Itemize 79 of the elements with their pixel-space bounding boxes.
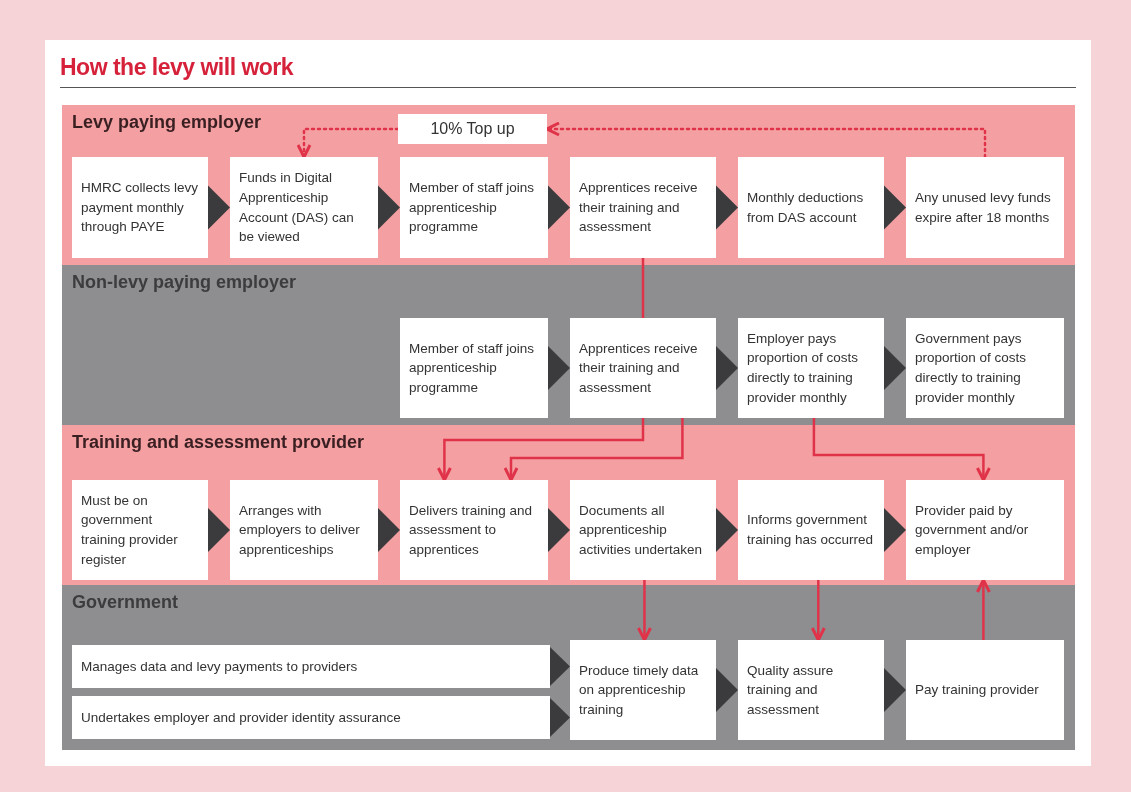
- swimlane-band: [62, 105, 1075, 265]
- process-box: [230, 157, 378, 258]
- chevron-arrow: [716, 508, 738, 552]
- chevron-arrow: [548, 346, 570, 390]
- chevron-arrow: [208, 508, 230, 552]
- lane-heading: Government: [72, 592, 179, 613]
- process-box: [400, 480, 548, 580]
- box-text: Delivers training and assessment to apprentices: [409, 501, 534, 559]
- process-box: [400, 157, 548, 258]
- box-text: Apprentices receive their training and assessment: [579, 339, 699, 397]
- box-text: Quality assure training and assessment: [747, 661, 835, 719]
- process-box: [570, 640, 716, 740]
- arrow: [810, 580, 826, 642]
- process-box: [72, 645, 550, 688]
- process-box: [400, 318, 548, 418]
- box-text: Monthly deductions from DAS account: [747, 188, 865, 227]
- chevron-arrow: [884, 508, 906, 552]
- process-box: [570, 480, 716, 580]
- box-text: Funds in Digital Apprenticeship Account (DAS) can be viewed: [239, 169, 355, 247]
- lane-heading: Non-levy paying employer: [72, 272, 297, 293]
- swimlane-band: [62, 425, 1075, 585]
- box-text: Government pays proportion of costs directly to training provider monthly: [915, 329, 1028, 407]
- process-box: [738, 157, 884, 258]
- box-text: Pay training provider: [915, 681, 1039, 700]
- chevron-arrow: [550, 698, 570, 737]
- arrow: [636, 580, 652, 642]
- process-box: [72, 480, 208, 580]
- box-text: Apprentices receive their training and assessment: [579, 179, 699, 237]
- dotted-arrow: [545, 121, 987, 159]
- chevron-arrow: [884, 185, 906, 230]
- label-box: [398, 114, 547, 144]
- chevron-arrow: [548, 508, 570, 552]
- process-box: [906, 480, 1064, 580]
- box-text: Member of staff joins apprenticeship programme: [409, 179, 536, 237]
- chevron-arrow: [378, 508, 400, 552]
- chevron-arrow: [208, 185, 230, 230]
- swimlane-band: [62, 265, 1075, 425]
- swimlane-band: [62, 585, 1075, 750]
- arrow: [812, 418, 991, 482]
- chevron-arrow: [716, 346, 738, 390]
- chevron-arrow: [548, 185, 570, 230]
- box-text: Arranges with employers to deliver apprenticeships: [239, 501, 361, 559]
- box-text: Informs government training has occurred: [747, 511, 875, 549]
- process-box: [230, 480, 378, 580]
- process-box: [906, 640, 1064, 740]
- process-box: [738, 480, 884, 580]
- connector-line: [641, 258, 645, 318]
- title: How the levy will work: [60, 54, 294, 81]
- box-text: Any unused levy funds expire after 18 months: [915, 188, 1052, 227]
- process-box: [738, 640, 884, 740]
- chevron-arrow: [378, 185, 400, 230]
- process-box: [72, 157, 208, 258]
- process-box: [570, 318, 716, 418]
- arrow: [436, 418, 645, 482]
- process-box: [738, 318, 884, 418]
- box-text: Manages data and levy payments to providers: [81, 657, 358, 676]
- chevron-arrow: [716, 185, 738, 230]
- chevron-arrow: [884, 346, 906, 390]
- dotted-arrow: [296, 127, 400, 159]
- process-box: [72, 696, 550, 739]
- lane-heading: Training and assessment provider: [72, 432, 365, 453]
- box-text: Undertakes employer and provider identity assurance: [81, 708, 401, 727]
- box-text: Provider paid by government and/or employer: [915, 501, 1030, 559]
- box-text: Employer pays proportion of costs directly to training provider monthly: [747, 329, 860, 407]
- process-box: [570, 157, 716, 258]
- chevron-arrow: [716, 668, 738, 712]
- box-text: Documents all apprenticeship activities undertaken: [579, 501, 704, 559]
- process-box: [906, 157, 1064, 258]
- arrow: [503, 418, 684, 482]
- box-text: Member of staff joins apprenticeship programme: [409, 339, 536, 397]
- chevron-arrow: [550, 647, 570, 686]
- box-text: HMRC collects levy payment monthly through PAYE: [81, 179, 199, 237]
- arrow: [975, 578, 991, 640]
- box-text: Produce timely data on apprenticeship training: [579, 661, 700, 719]
- chevron-arrow: [884, 668, 906, 712]
- process-box: [906, 318, 1064, 418]
- box-text: 10% Top up: [430, 119, 515, 140]
- lane-heading: Levy paying employer: [72, 112, 262, 133]
- box-text: Must be on government training provider register: [81, 491, 179, 569]
